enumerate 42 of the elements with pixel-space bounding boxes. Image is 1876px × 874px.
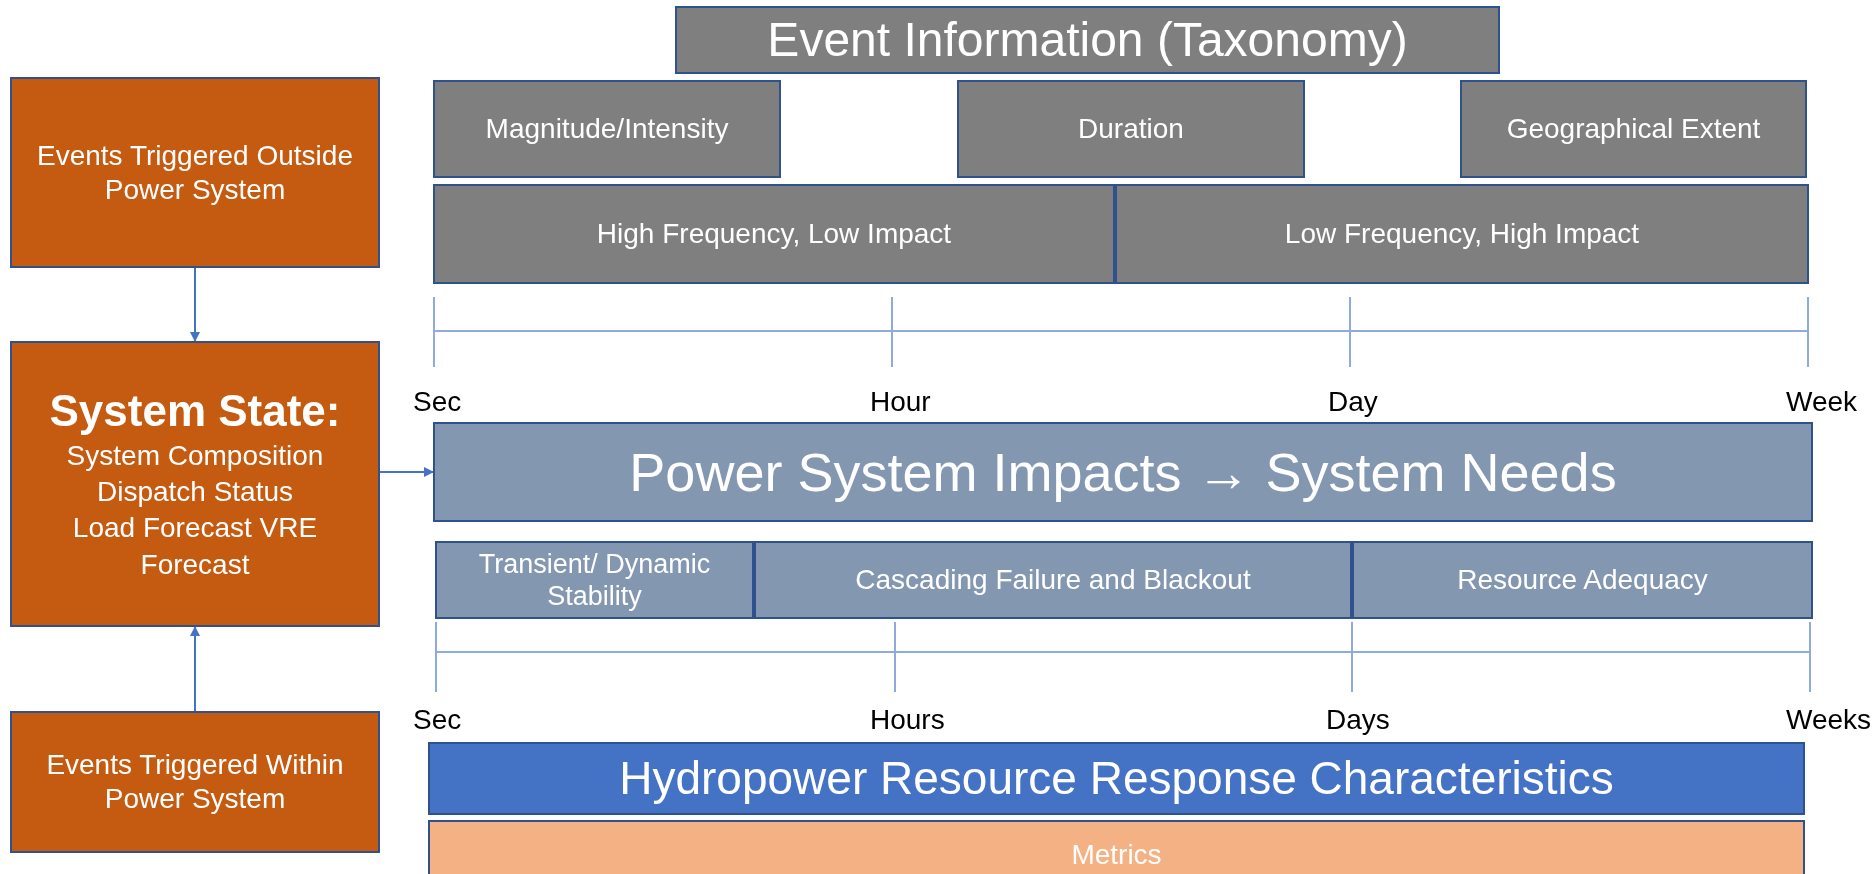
box-heading: Power System Impacts → System Needs bbox=[629, 440, 1617, 504]
axis-tick-label: Week bbox=[1786, 386, 1858, 418]
box-heading: Duration bbox=[1078, 112, 1184, 146]
box-heading: Geographical Extent bbox=[1506, 112, 1761, 146]
process-box bbox=[428, 742, 1805, 815]
process-box bbox=[754, 541, 1352, 619]
axis-tick-label: Hours bbox=[870, 704, 945, 736]
box-heading: Events Triggered Within Power System bbox=[45, 748, 345, 816]
box-heading: High Frequency, Low Impact bbox=[596, 217, 952, 251]
arrow bbox=[379, 467, 434, 477]
box-heading: Event Information (Taxonomy) bbox=[767, 12, 1408, 69]
box-heading: Resource Adequacy bbox=[1457, 563, 1708, 597]
process-box bbox=[433, 80, 781, 178]
box-text: System Composition Dispatch Status Load Forecast VRE Forecast bbox=[65, 438, 325, 582]
axis-tick-label: Weeks bbox=[1786, 704, 1872, 736]
process-box bbox=[675, 6, 1500, 74]
box-heading: Metrics bbox=[1071, 838, 1162, 872]
process-box bbox=[10, 341, 380, 627]
process-box bbox=[1460, 80, 1807, 178]
process-box bbox=[428, 820, 1805, 874]
axis-tick-label: Hour bbox=[870, 386, 931, 418]
process-box bbox=[1352, 541, 1813, 619]
axis-tick-label: Days bbox=[1326, 704, 1390, 736]
box-heading: Events Triggered Outside Power System bbox=[36, 138, 354, 207]
box-heading: Hydropower Resource Response Characteristics bbox=[619, 750, 1614, 806]
axis-tick-label: Sec bbox=[413, 704, 462, 736]
process-box bbox=[435, 541, 754, 619]
axis-tick-label: Sec bbox=[413, 386, 462, 418]
box-heading: Transient/ Dynamic Stability bbox=[477, 547, 712, 613]
box-heading: System State: bbox=[49, 384, 341, 437]
box-heading: Low Frequency, High Impact bbox=[1284, 217, 1640, 251]
process-box bbox=[10, 711, 380, 853]
box-heading: Magnitude/Intensity bbox=[485, 112, 729, 146]
process-box bbox=[10, 77, 380, 268]
arrow bbox=[190, 626, 200, 712]
box-heading: Cascading Failure and Blackout bbox=[855, 563, 1251, 597]
process-box bbox=[1115, 184, 1809, 284]
process-box bbox=[433, 422, 1813, 522]
arrow bbox=[190, 267, 200, 342]
process-box bbox=[433, 184, 1115, 284]
axis-tick-label: Day bbox=[1328, 386, 1378, 418]
process-box bbox=[957, 80, 1305, 178]
